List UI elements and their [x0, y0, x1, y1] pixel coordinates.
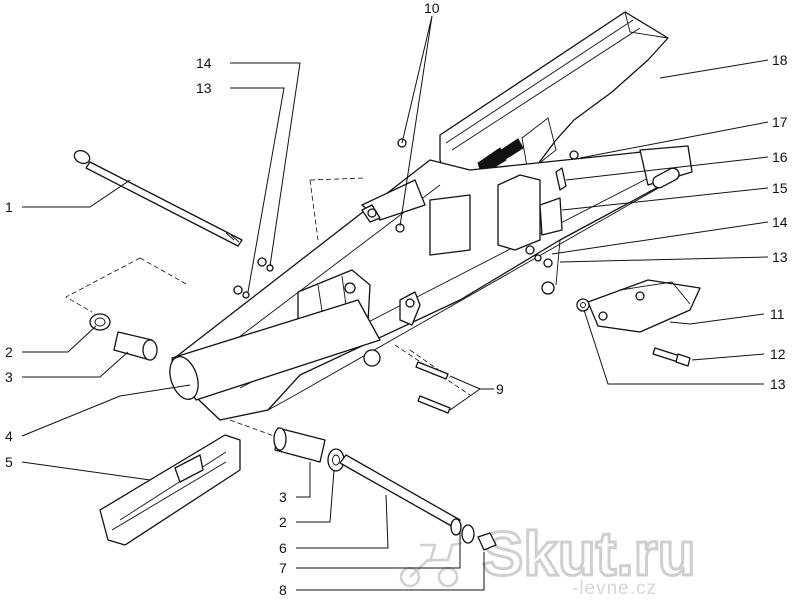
label-10: 10 — [424, 0, 440, 16]
nut-8 — [477, 532, 497, 551]
leader-lines — [21, 15, 769, 591]
label-5: 5 — [5, 454, 13, 470]
label-9: 9 — [496, 381, 504, 397]
callout-labels: 1 2 3 4 5 3 2 6 7 8 9 10 14 13 18 17 16 … — [5, 0, 788, 598]
label-3-top: 3 — [5, 369, 13, 385]
scooter-logo-icon — [399, 541, 463, 588]
label-12: 12 — [770, 346, 786, 362]
spacer-3-top — [113, 331, 158, 361]
label-2-bottom: 2 — [279, 514, 287, 530]
chain-guard — [439, 11, 669, 213]
watermark-brand: Skut.ru — [482, 520, 696, 589]
spacer-3-bottom — [273, 427, 326, 463]
bolt-12 — [652, 347, 691, 367]
pivot-shaft — [339, 454, 461, 529]
label-14-left: 14 — [196, 55, 212, 71]
label-3-bottom: 3 — [279, 489, 287, 505]
label-18: 18 — [772, 52, 788, 68]
mudflap-5 — [99, 434, 241, 546]
label-8: 8 — [279, 582, 287, 598]
label-14-right: 14 — [772, 214, 788, 230]
watermark: Skut.ru -levne.cz — [399, 519, 697, 599]
label-4: 4 — [5, 428, 13, 444]
screws-10 — [395, 138, 407, 233]
label-1: 1 — [5, 199, 13, 215]
label-7: 7 — [279, 560, 287, 576]
bushing-2-bottom — [327, 448, 345, 472]
watermark-subtitle: -levne.cz — [572, 578, 657, 599]
nut-13-cover — [576, 298, 590, 312]
washers-13-14-left — [233, 257, 274, 299]
label-16: 16 — [772, 149, 788, 165]
washer-7 — [450, 518, 475, 544]
label-13-left: 13 — [196, 80, 212, 96]
label-15: 15 — [772, 180, 788, 196]
label-2-top: 2 — [5, 344, 13, 360]
axle-bolt — [73, 149, 243, 247]
label-17: 17 — [772, 114, 788, 130]
small-parts-right — [525, 150, 579, 268]
chain-cover — [587, 279, 701, 333]
bushing-2-top — [89, 313, 111, 331]
bolts-9 — [415, 361, 451, 414]
label-11: 11 — [770, 306, 785, 322]
label-6: 6 — [279, 540, 287, 556]
label-13-right: 13 — [772, 249, 788, 265]
label-13-cover: 13 — [770, 376, 786, 392]
swing-arm — [169, 145, 693, 421]
